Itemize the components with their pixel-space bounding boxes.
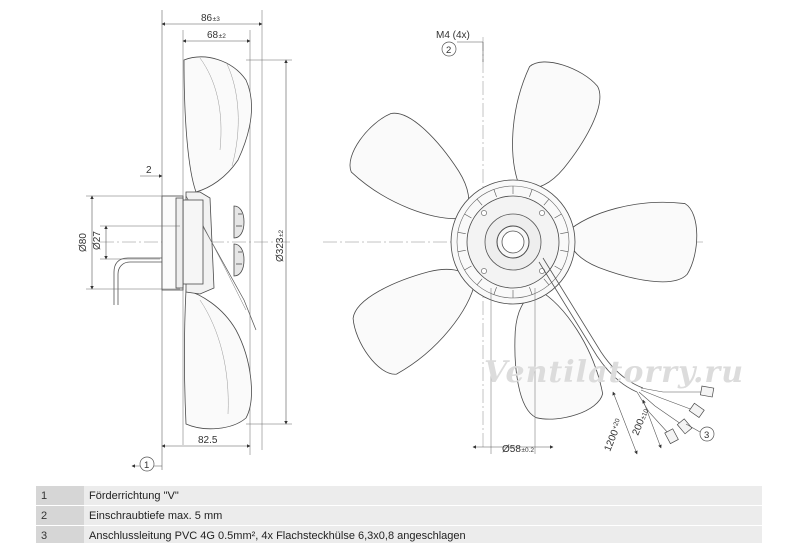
front-cable — [542, 257, 644, 389]
legend-row: 1 Förderrichtung "V" — [36, 486, 762, 506]
legend-row: 2 Einschraubtiefe max. 5 mm — [36, 505, 762, 526]
rotor-fins — [233, 205, 245, 277]
fan-drawing: 86±3 68±2 2 Ø80 Ø27 Ø323±2 82.5 1 — [78, 10, 744, 472]
upper-blade — [183, 56, 252, 193]
mounting-holes — [481, 210, 545, 274]
legend-text: Einschraubtiefe max. 5 mm — [84, 505, 762, 526]
legend-row: 3 Anschlussleitung PVC 4G 0.5mm², 4x Fla… — [36, 525, 762, 543]
dim-overall-depth: 86±3 — [201, 13, 220, 24]
legend-number: 3 — [36, 525, 84, 543]
lower-blade — [184, 289, 252, 430]
side-dimension-labels: 86±3 68±2 2 Ø80 Ø27 Ø323±2 82.5 1 — [78, 13, 286, 472]
dim-fan-diameter: Ø323±2 — [275, 229, 286, 262]
dim-lead-length: 200±10 — [631, 407, 652, 437]
legend-text: Förderrichtung "V" — [84, 486, 762, 506]
legend-number: 2 — [36, 505, 84, 526]
dim-hub-center: Ø58±0.2 — [502, 444, 534, 455]
callout-1-circle — [139, 456, 155, 472]
dim-hub-outer: Ø80 — [78, 233, 89, 252]
callout-1-label: 1 — [144, 460, 149, 471]
flat-connectors — [664, 385, 715, 445]
callout-3-label: 3 — [704, 430, 709, 441]
legend-table: 1 Förderrichtung "V" 2 Einschraubtiefe m… — [36, 486, 762, 543]
hub-ribs — [457, 186, 569, 298]
motor-body — [182, 199, 204, 285]
legend-text: Anschlussleitung PVC 4G 0.5mm², 4x Flach… — [84, 525, 762, 543]
dim-thread: M4 (4x) — [436, 30, 470, 41]
callout-2-circle — [441, 41, 457, 57]
front-view — [323, 37, 715, 455]
callout-3-circle — [699, 426, 715, 442]
side-view — [86, 10, 292, 470]
callout-2-label: 2 — [446, 45, 451, 56]
watermark: Ventilatorry.ru — [484, 355, 744, 390]
dim-hub-inner: Ø27 — [92, 231, 103, 250]
dim-cable-length: 1200+20 — [603, 417, 626, 453]
dim-base-depth: 82.5 — [198, 435, 218, 446]
side-cable — [113, 257, 162, 305]
legend-number: 1 — [36, 486, 84, 506]
dim-blade-depth: 68±2 — [207, 30, 226, 41]
dim-screw-depth: 2 — [146, 165, 152, 176]
